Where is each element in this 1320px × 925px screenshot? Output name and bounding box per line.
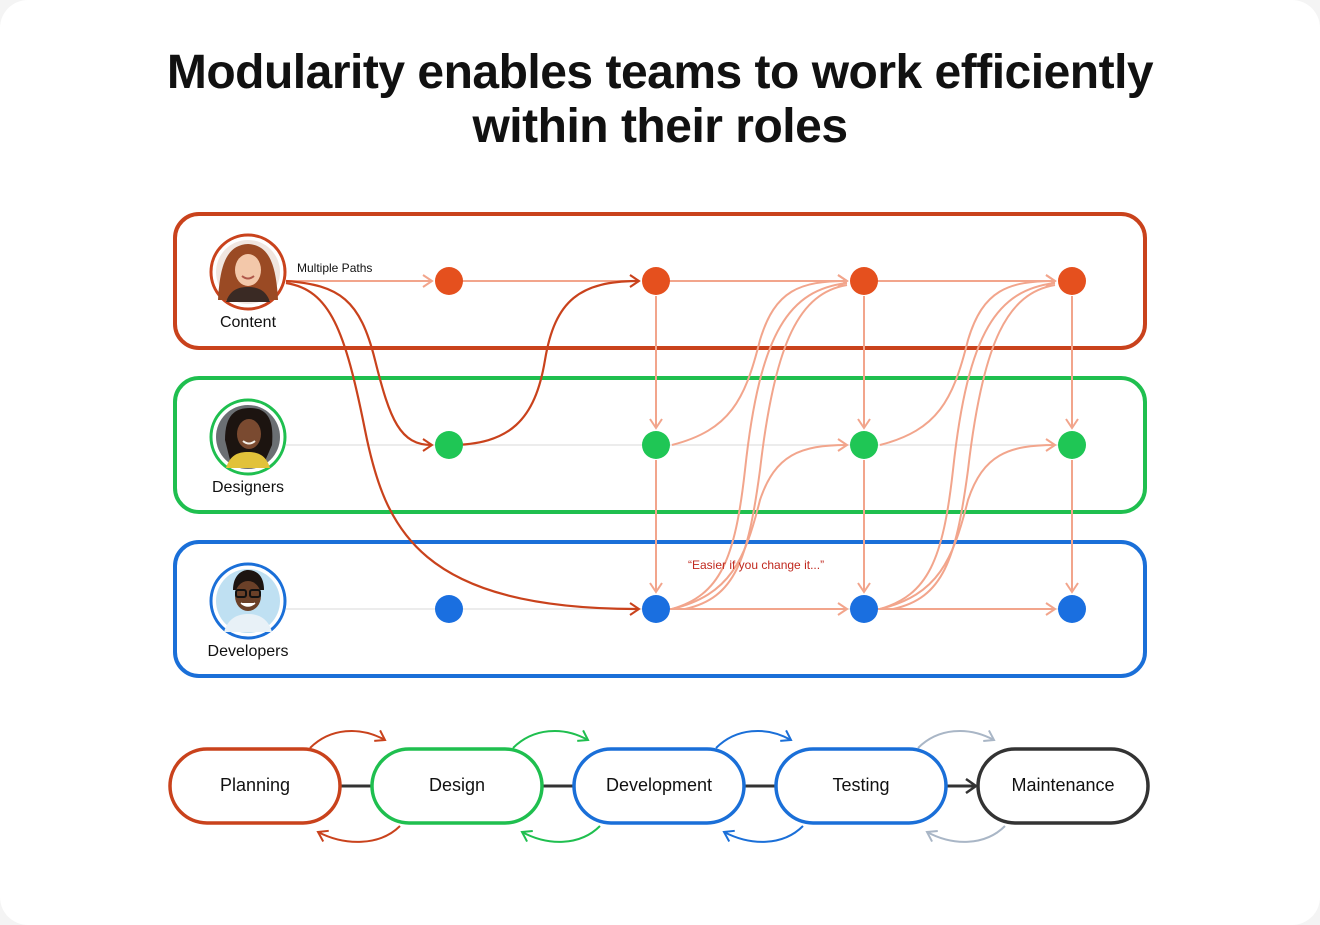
lane-label-content: Content — [220, 314, 277, 331]
lane-label-designers: Designers — [212, 479, 284, 496]
lane-designers — [173, 376, 1147, 514]
designer-node-1 — [435, 431, 463, 459]
phase-label-planning: Planning — [220, 775, 290, 795]
title-line-1: Modularity enables teams to work efficie… — [166, 46, 1154, 99]
quote-annotation: “Easier if you change it...” — [688, 558, 824, 572]
title-line-2: within their roles — [472, 100, 848, 153]
lane-developers — [173, 540, 1147, 678]
designer-node-2 — [642, 431, 670, 459]
designer-node-3 — [850, 431, 878, 459]
designer-nodes — [435, 431, 1086, 459]
developer-node-4 — [1058, 595, 1086, 623]
phase-label-design: Design — [429, 775, 485, 795]
phase-testing: Testing — [774, 747, 948, 825]
content-node-2 — [642, 267, 670, 295]
lane-content — [173, 212, 1147, 350]
phase-label-development: Development — [606, 775, 712, 795]
phase-label-maintenance: Maintenance — [1011, 775, 1114, 795]
content-nodes — [435, 267, 1086, 295]
workflow-paths — [286, 274, 1079, 616]
phase-design: Design — [370, 747, 544, 825]
developer-nodes — [435, 595, 1086, 623]
person-content-icon — [209, 233, 287, 311]
designer-node-4 — [1058, 431, 1086, 459]
content-paths — [285, 274, 641, 616]
phase-loops — [309, 729, 1006, 843]
content-node-1 — [435, 267, 463, 295]
person-designer-icon — [209, 398, 287, 476]
phase-label-testing: Testing — [832, 775, 889, 795]
developer-node-2 — [642, 595, 670, 623]
phase-development: Development — [572, 747, 746, 825]
phase-planning: Planning — [168, 747, 342, 825]
lane-label-developers: Developers — [208, 643, 289, 660]
page-title: Modularity enables teams to work efficie… — [0, 46, 1320, 154]
developer-node-1 — [435, 595, 463, 623]
developer-node-3 — [850, 595, 878, 623]
phase-maintenance: Maintenance — [976, 747, 1150, 825]
content-node-3 — [850, 267, 878, 295]
multiple-paths-label: Multiple Paths — [297, 261, 372, 275]
content-node-4 — [1058, 267, 1086, 295]
person-developer-icon — [209, 562, 287, 640]
lane-baselines — [286, 444, 1072, 610]
